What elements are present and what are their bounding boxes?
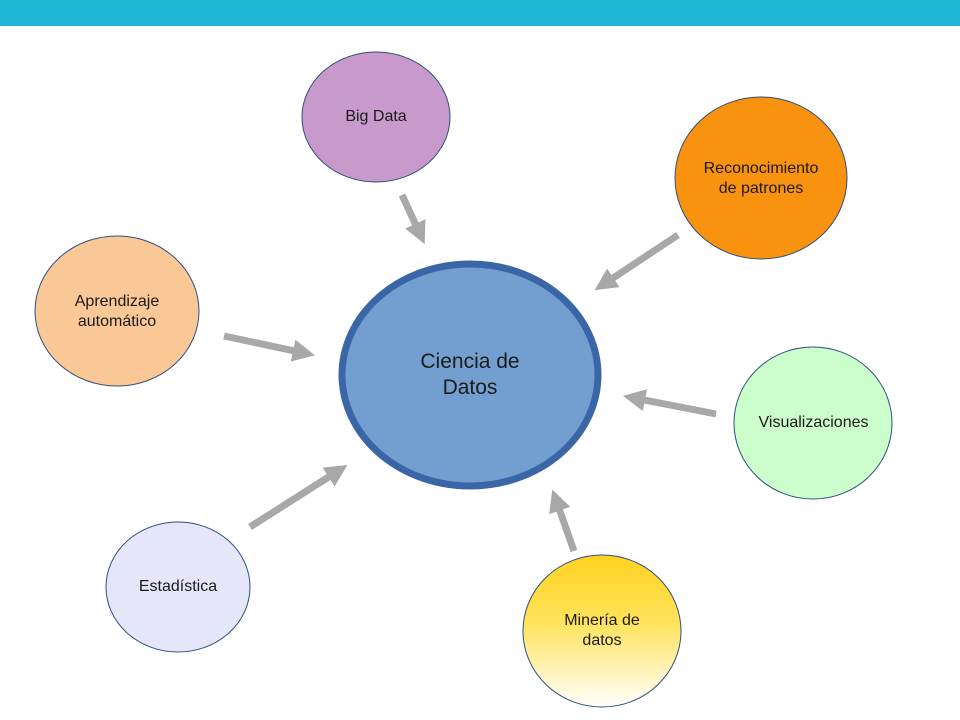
node-estadistica	[105, 521, 251, 653]
arrow-visualizaciones	[623, 389, 717, 418]
arrow-estadistica	[248, 464, 348, 530]
arrow-mineria	[549, 489, 578, 553]
header-bar	[0, 0, 960, 26]
node-visualizaciones	[733, 346, 893, 500]
arrow-aprendizaje	[223, 332, 315, 362]
center-node	[338, 260, 602, 490]
node-big-data	[301, 51, 451, 183]
node-aprendizaje	[34, 235, 200, 387]
arrow-reconocimiento	[594, 232, 680, 291]
arrow-big-data	[398, 193, 426, 245]
node-mineria	[522, 554, 682, 708]
node-reconocimiento	[674, 96, 848, 260]
arrows	[223, 193, 717, 553]
